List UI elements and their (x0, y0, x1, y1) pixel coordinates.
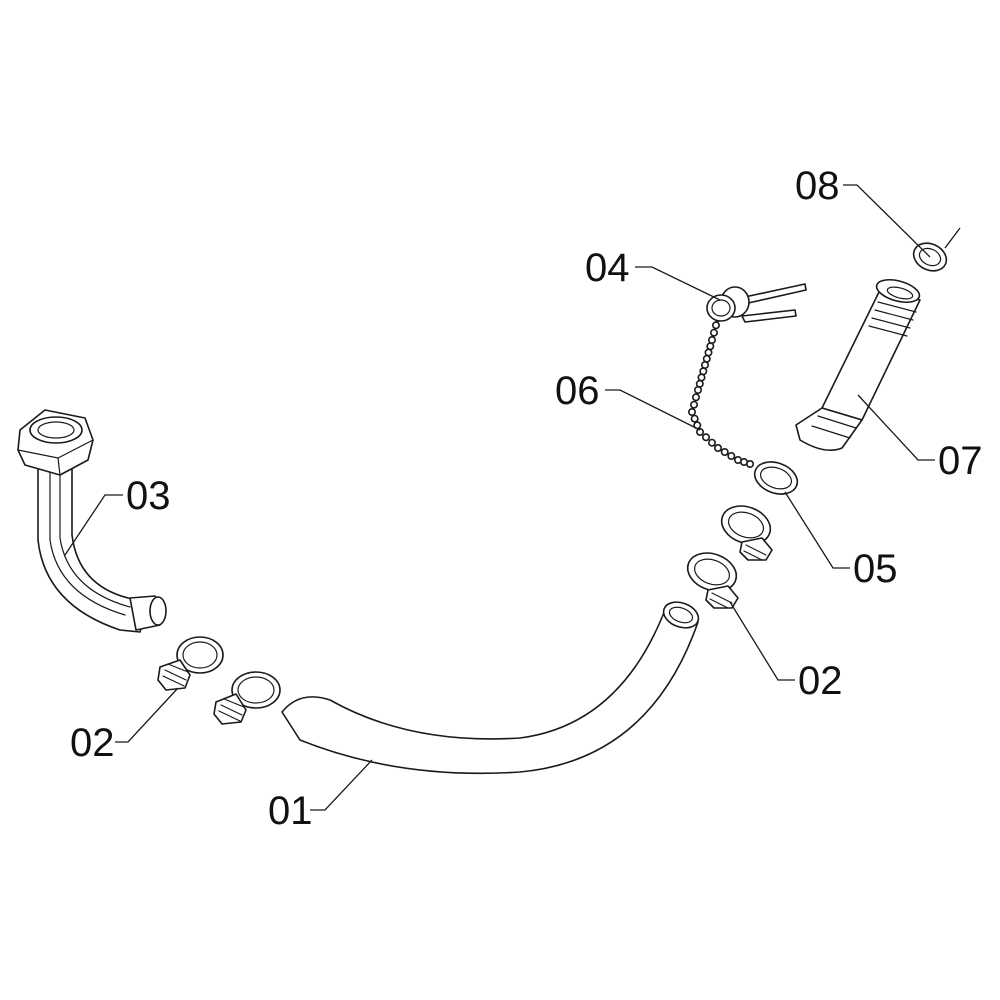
leader-08 (843, 184, 931, 258)
leader-02-right (729, 601, 795, 681)
callout-06: 06 (555, 369, 600, 413)
callout-07: 07 (938, 439, 983, 483)
chain-bead (701, 433, 710, 442)
washer (912, 227, 961, 272)
chain-bead (707, 438, 716, 447)
chain-bead (691, 393, 700, 402)
chain-bead (697, 373, 706, 382)
callout-08: 08 (795, 164, 840, 208)
callout-03: 03 (126, 474, 171, 518)
chain-bead (709, 328, 718, 337)
leader-06 (605, 389, 701, 431)
leader-03 (64, 494, 123, 556)
chain-bead (690, 414, 699, 423)
chain-bead (727, 451, 736, 460)
leader-07 (857, 394, 935, 461)
curved-hose (281, 601, 700, 775)
chain-bead (711, 321, 720, 330)
chain-bead (689, 400, 698, 409)
leader-04 (635, 266, 721, 301)
leader-02-left (115, 687, 179, 743)
callout-02-right: 02 (798, 659, 843, 703)
hose-clamp-left-1 (157, 636, 224, 691)
callout-04: 04 (585, 246, 630, 290)
leader-01 (310, 759, 373, 811)
hose-clamp-left-2 (213, 671, 281, 725)
callout-02-left: 02 (70, 721, 115, 765)
threaded-nipple (795, 278, 921, 451)
split-pin (706, 283, 807, 323)
chain-bead (695, 427, 704, 436)
chain-bead (700, 360, 709, 369)
chain-bead (745, 459, 754, 468)
chain-bead (704, 348, 713, 357)
chain-bead (693, 385, 702, 394)
chain-bead (687, 407, 696, 416)
ring (753, 461, 799, 495)
chain-bead (720, 447, 729, 456)
hose-clamp-right-1 (686, 552, 739, 609)
bead-chain (687, 313, 754, 468)
chain-bead (713, 443, 722, 452)
callout-01: 01 (268, 789, 313, 833)
hose-clamp-right-2 (720, 505, 773, 561)
callout-05: 05 (853, 547, 898, 591)
leader-05 (784, 491, 850, 569)
chain-bead (707, 335, 716, 344)
leader-lines (64, 184, 935, 811)
elbow-pipe-with-nut (17, 409, 167, 633)
